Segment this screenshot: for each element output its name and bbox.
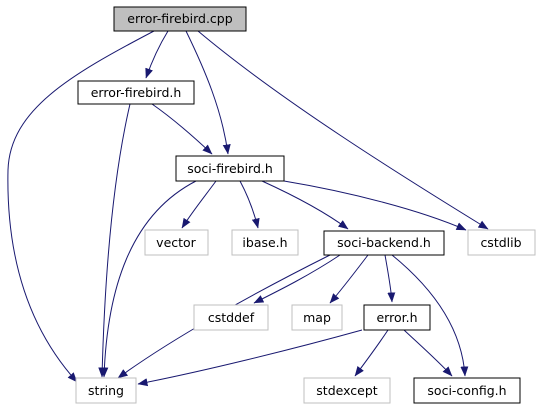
- node-soci-firebird-h[interactable]: soci-firebird.h: [175, 155, 285, 182]
- node-soci-config-h-box: [413, 377, 521, 404]
- nodes: error-firebird.cpp error-firebird.h soci…: [75, 6, 536, 404]
- edge-soci-firebird-h-to-string: [100, 180, 197, 378]
- node-string-box: [75, 377, 137, 404]
- node-soci-backend-h-label: soci-backend.h: [337, 235, 431, 250]
- edge-soci-backend-h-to-cstddef: [253, 254, 341, 304]
- node-map-box: [291, 304, 343, 331]
- node-cstdlib-label: cstdlib: [480, 235, 521, 250]
- node-error-h[interactable]: error.h: [363, 304, 431, 331]
- node-cstddef-box: [193, 304, 269, 331]
- node-cstddef[interactable]: cstddef: [193, 304, 269, 331]
- edge-error-firebird-h-to-string: [98, 103, 131, 378]
- node-error-firebird-cpp-label: error-firebird.cpp: [127, 11, 232, 26]
- node-cstdlib[interactable]: cstdlib: [467, 229, 536, 256]
- node-cstdlib-box: [467, 229, 536, 256]
- node-stdexcept-label: stdexcept: [316, 383, 377, 398]
- edge-error-firebird-cpp-to-string: [7, 30, 155, 383]
- edge-error-h-to-string: [137, 329, 363, 387]
- node-cstddef-label: cstddef: [208, 310, 255, 325]
- edge-error-firebird-h-to-soci-firebird-h: [151, 103, 213, 155]
- edge-error-h-to-soci-config-h: [403, 329, 453, 377]
- node-soci-config-h[interactable]: soci-config.h: [413, 377, 521, 404]
- edge-error-firebird-cpp-to-error-firebird-h: [145, 30, 169, 79]
- edge-soci-firebird-h-to-vector: [181, 180, 217, 229]
- node-ibase-h-label: ibase.h: [242, 235, 287, 250]
- node-error-h-box: [363, 304, 431, 331]
- node-ibase-h[interactable]: ibase.h: [231, 229, 299, 256]
- node-ibase-h-box: [231, 229, 299, 256]
- node-string-label: string: [88, 383, 124, 398]
- edge-error-firebird-cpp-to-cstdlib: [197, 30, 489, 230]
- node-error-firebird-h-box: [77, 80, 195, 105]
- node-vector-label: vector: [156, 235, 197, 250]
- edge-soci-firebird-h-to-ibase-h: [239, 180, 260, 229]
- node-vector-box: [144, 229, 209, 256]
- edge-soci-firebird-h-to-cstdlib: [283, 180, 467, 231]
- node-vector[interactable]: vector: [144, 229, 209, 256]
- node-error-firebird-cpp-box: [113, 6, 247, 32]
- node-error-firebird-h[interactable]: error-firebird.h: [77, 80, 195, 105]
- node-error-h-label: error.h: [376, 310, 417, 325]
- node-soci-config-h-label: soci-config.h: [427, 383, 506, 398]
- node-error-firebird-cpp[interactable]: error-firebird.cpp: [113, 6, 247, 32]
- node-string[interactable]: string: [75, 377, 137, 404]
- node-soci-backend-h-box: [323, 230, 445, 256]
- edge-error-h-to-stdexcept: [354, 329, 389, 377]
- edges: [7, 30, 489, 387]
- node-stdexcept[interactable]: stdexcept: [303, 377, 391, 404]
- node-map-label: map: [303, 310, 331, 325]
- edge-soci-backend-h-to-error-h: [384, 254, 396, 303]
- node-soci-backend-h[interactable]: soci-backend.h: [323, 230, 445, 256]
- edge-soci-firebird-h-to-soci-backend-h: [261, 180, 349, 230]
- node-stdexcept-box: [303, 377, 391, 404]
- node-error-firebird-h-label: error-firebird.h: [91, 85, 182, 100]
- edge-soci-backend-h-to-soci-config-h: [391, 254, 469, 377]
- node-map[interactable]: map: [291, 304, 343, 331]
- node-soci-firebird-h-label: soci-firebird.h: [187, 161, 273, 176]
- edge-soci-backend-h-to-map: [329, 254, 369, 304]
- node-soci-firebird-h-box: [175, 155, 285, 182]
- edge-error-firebird-cpp-to-soci-firebird-h: [185, 30, 231, 155]
